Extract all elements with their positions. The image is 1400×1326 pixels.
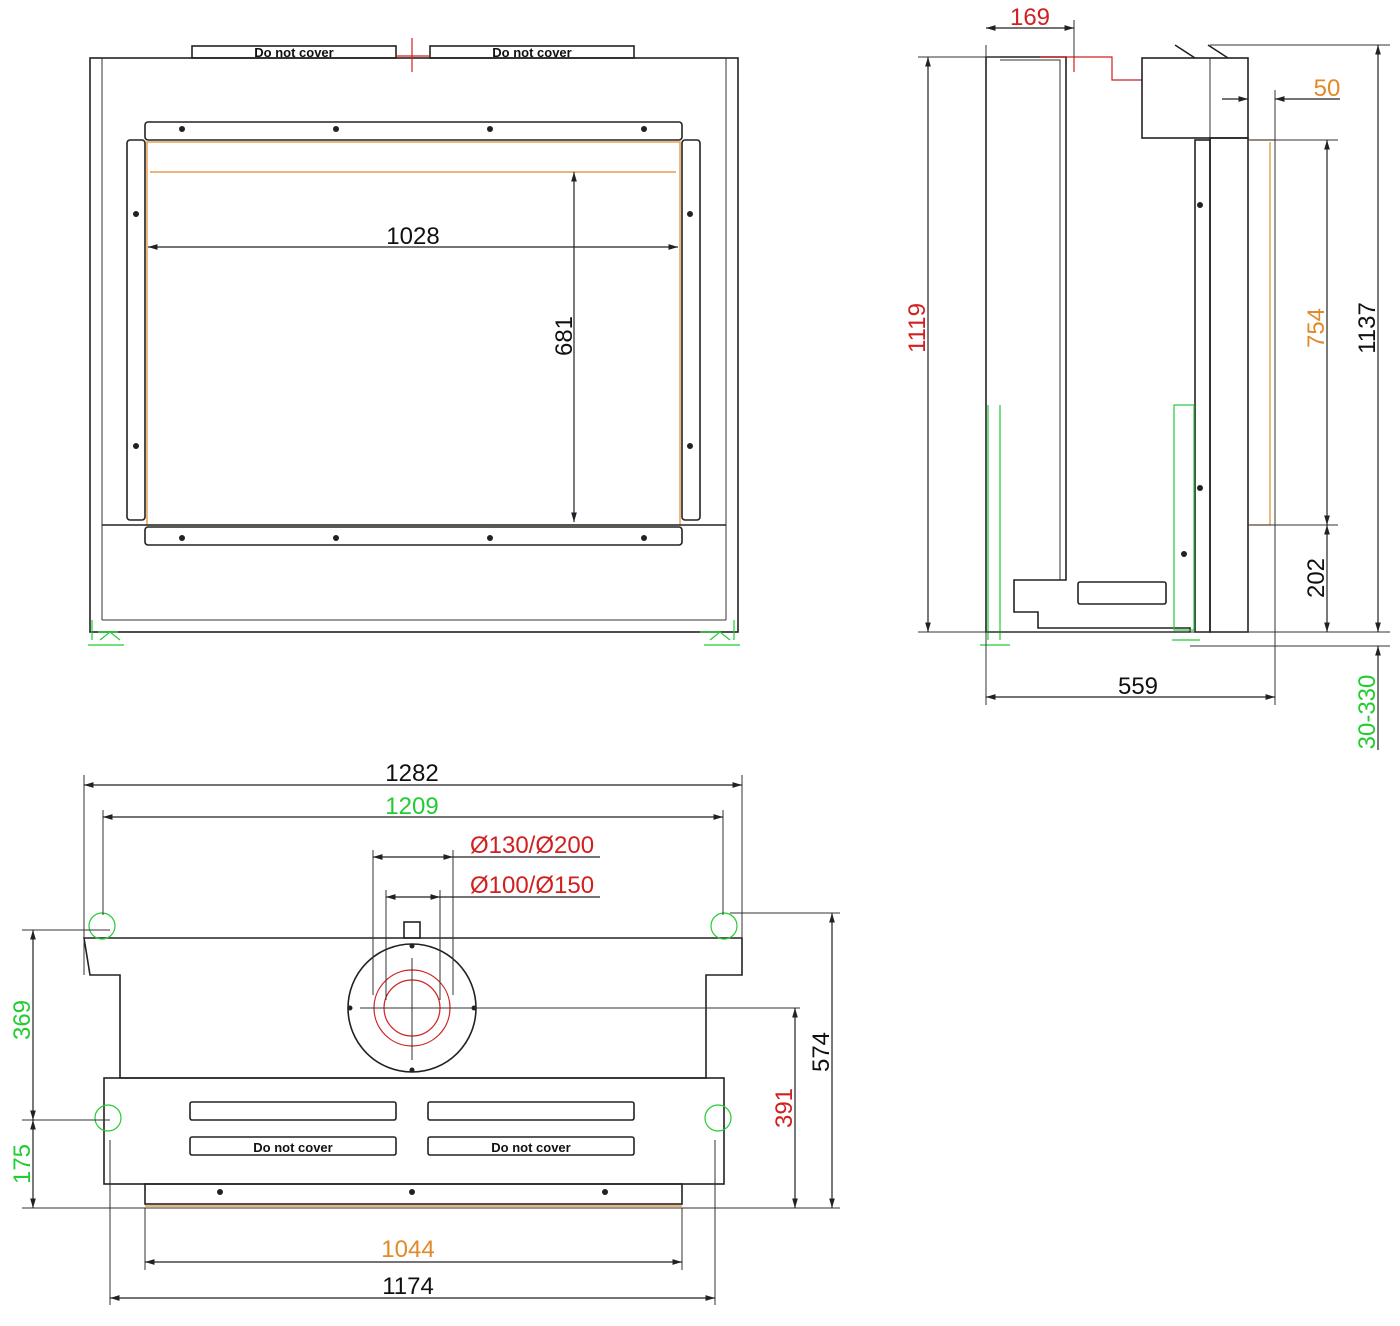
svg-text:Do not cover: Do not cover (254, 45, 333, 60)
do-not-cover-tab-left: Do not cover (191, 45, 397, 60)
dim-169: 169 (1010, 4, 1050, 31)
svg-text:Do not cover: Do not cover (491, 1140, 570, 1155)
dim-1174: 1174 (382, 1273, 434, 1300)
front-outer-frame (89, 57, 739, 633)
dim-574: 574 (808, 1032, 835, 1072)
dim-1119: 1119 (904, 303, 931, 353)
dim-754: 754 (1303, 308, 1330, 348)
dim-flue-outer: Ø130/Ø200 (470, 832, 594, 859)
dim-1028: 1028 (386, 223, 439, 250)
dim-1282: 1282 (385, 760, 438, 787)
dim-30-330: 30-330 (1354, 675, 1381, 750)
dim-681: 681 (551, 316, 578, 356)
svg-text:Do not cover: Do not cover (253, 1140, 332, 1155)
adjustable-leg (1173, 404, 1195, 631)
do-not-cover-tab-right: Do not cover (429, 45, 635, 60)
dim-202: 202 (1303, 558, 1330, 598)
dim-1044: 1044 (381, 1236, 434, 1263)
dim-1137: 1137 (1354, 302, 1381, 354)
dim-559: 559 (1118, 673, 1158, 700)
top-view: Do not cover Do not cover 1282 1209 Ø130… (9, 760, 840, 1305)
dim-391: 391 (771, 1088, 798, 1128)
side-view: 169 1119 1137 50 754 202 559 30-330 (904, 4, 1390, 750)
dim-175: 175 (9, 1144, 36, 1184)
leveling-feet (88, 620, 740, 646)
dim-flue-inner: Ø100/Ø150 (470, 872, 594, 899)
svg-text:Do not cover: Do not cover (492, 45, 571, 60)
dim-50: 50 (1314, 75, 1341, 102)
do-not-cover-label-bottom-left: Do not cover (189, 1136, 397, 1156)
dim-369: 369 (9, 1000, 36, 1040)
dim-1209: 1209 (385, 793, 438, 820)
do-not-cover-label-bottom-right: Do not cover (427, 1136, 635, 1156)
front-view: Do not cover Do not cover 1028 681 (88, 38, 740, 646)
glass-outline (146, 141, 681, 526)
